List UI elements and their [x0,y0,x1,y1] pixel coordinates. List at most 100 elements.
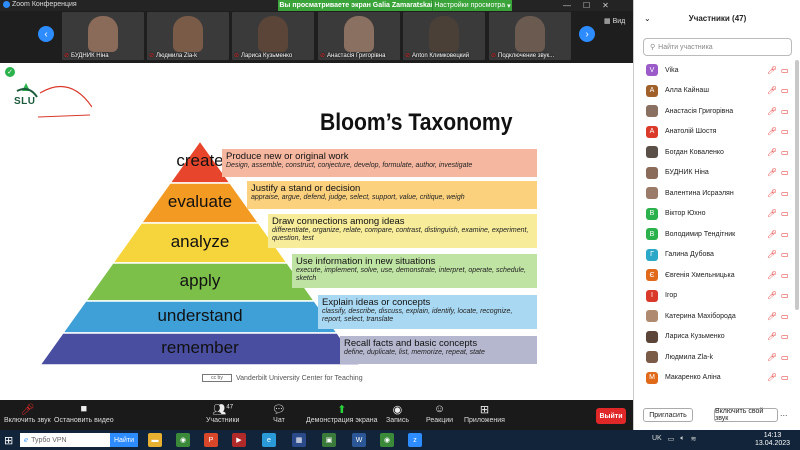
camera-off-icon[interactable]: ▭ [781,352,789,362]
camera-off-icon[interactable]: ▭ [781,86,789,96]
strip-next-button[interactable]: › [579,26,595,42]
system-tray: UK ▭ 🔈︎ ≋ [652,435,696,443]
camera-off-icon[interactable]: ▭ [781,229,789,239]
minimize-icon[interactable]: — [563,1,571,10]
microphone-muted-icon[interactable]: 🎤︎ [767,147,778,157]
microphone-muted-icon[interactable]: 🎤︎ [767,86,778,96]
microphone-muted-icon[interactable]: 🎤︎ [767,65,778,75]
close-icon[interactable]: ✕ [602,1,609,10]
media-app-icon[interactable]: ▶ [232,433,246,447]
more-options-button[interactable]: ... [780,408,788,418]
microphone-muted-icon[interactable]: 🎤︎ [767,168,778,178]
camera-off-icon[interactable]: ▭ [781,65,789,75]
participants-scrollbar[interactable] [795,60,799,310]
taskbar-search-button[interactable]: Найти [110,433,138,447]
participant-row[interactable]: Катерина Махіборода🎤︎▭ [634,306,794,327]
participant-search-input[interactable]: ⚲ Найти участника [643,38,792,56]
video-tile[interactable]: ⊘Anton Климковецкий [403,12,485,60]
participant-row[interactable]: Людмила Zla-k🎤︎▭ [634,347,794,368]
microphone-muted-icon[interactable]: 🎤︎ [767,311,778,321]
microphone-muted-icon[interactable]: 🎤︎ [767,373,778,383]
participant-row[interactable]: Валентина Исраэлян🎤︎▭ [634,183,794,204]
powerpoint-icon[interactable]: P [204,433,218,447]
record-button[interactable]: ◉ Запись [386,403,409,424]
reactions-button[interactable]: ☺ Реакции [426,403,453,424]
app-icon[interactable]: ▦ [292,433,306,447]
unmute-button[interactable]: 🎤︎ Включить звук [4,403,51,424]
view-button[interactable]: ▦ Вид [604,17,625,25]
chrome-icon[interactable]: ◉ [176,433,190,447]
strip-prev-button[interactable]: ‹ [38,26,54,42]
video-tile[interactable]: ⊘Лариса Кузьменко [232,12,314,60]
microphone-muted-icon[interactable]: 🎤︎ [767,106,778,116]
file-explorer-icon[interactable]: ▬ [148,433,162,447]
camera-off-icon[interactable]: ▭ [781,373,789,383]
microphone-muted-icon[interactable]: 🎤︎ [767,127,778,137]
microphone-muted-icon[interactable]: 🎤︎ [767,229,778,239]
share-screen-button[interactable]: ⬆ Демонстрация экрана [306,403,378,424]
video-tile[interactable]: ⊘Подключение звук... [489,12,571,60]
volume-icon[interactable]: 🔈︎ [680,435,685,442]
camera-off-icon[interactable]: ▭ [781,209,789,219]
microphone-muted-icon: ⊘ [405,53,411,59]
microphone-muted-icon[interactable]: 🎤︎ [767,332,778,342]
word-icon[interactable]: W [352,433,366,447]
camera-off-icon[interactable]: ▭ [781,106,789,116]
apps-button[interactable]: ⊞ Приложения [464,403,505,424]
participant-row[interactable]: Лариса Кузьменко🎤︎▭ [634,327,794,348]
taskbar-search[interactable]: ℯ Турбо VPN Найти [20,433,138,447]
camera-off-icon[interactable]: ▭ [781,147,789,157]
zoom-taskbar-icon[interactable]: z [408,433,422,447]
wifi-icon[interactable]: ≋ [690,436,697,443]
language-indicator[interactable]: UK [652,435,662,442]
microphone-muted-icon[interactable]: 🎤︎ [767,270,778,280]
pyramid-label-create: create [176,151,224,170]
microphone-muted-icon[interactable]: 🎤︎ [767,209,778,219]
participant-row[interactable]: Анастасія Григорівна🎤︎▭ [634,101,794,122]
view-settings-button[interactable]: Настройки просмотра ▾ [432,0,512,11]
unmute-self-button[interactable]: Включить свой звук [714,408,778,422]
microphone-muted-icon[interactable]: 🎤︎ [767,250,778,260]
app-icon[interactable]: ▣ [322,433,336,447]
maximize-icon[interactable]: ☐ [583,1,591,10]
participant-name: Євгенія Хмельницька [665,271,735,279]
camera-off-icon[interactable]: ▭ [781,291,789,301]
participant-row[interactable]: Богдан Коваленко🎤︎▭ [634,142,794,163]
camera-off-icon[interactable]: ▭ [781,332,789,342]
leave-button[interactable]: Выйти [596,408,626,424]
camera-off-icon[interactable]: ▭ [781,270,789,280]
taskbar-clock[interactable]: 14:13 13.04.2023 [755,432,790,448]
camera-off-icon[interactable]: ▭ [781,127,789,137]
meeting-toolbar: 🎤︎ Включить звук ■ Остановить видео 👥︎47… [0,400,633,430]
participants-button[interactable]: 👥︎47 Участники [206,403,239,424]
camera-off-icon[interactable]: ▭ [781,188,789,198]
camera-off-icon[interactable]: ▭ [781,168,789,178]
camera-off-icon[interactable]: ▭ [781,250,789,260]
microphone-muted-icon[interactable]: 🎤︎ [767,291,778,301]
chevron-down-icon[interactable]: ⌄ [644,14,651,23]
video-tile[interactable]: ⊘Анастасія Григорівна [318,12,400,60]
camera-off-icon[interactable]: ▭ [781,311,789,321]
microphone-muted-icon[interactable]: 🎤︎ [767,352,778,362]
windows-start-icon[interactable]: ⊞ [4,435,14,447]
invite-button[interactable]: Пригласить [643,408,693,422]
battery-icon[interactable]: ▭ [667,436,675,443]
chat-button[interactable]: 💬︎ Чат [272,403,286,424]
video-tile[interactable]: ⊘Людмила Zla-k [147,12,229,60]
microphone-muted-icon[interactable]: 🎤︎ [767,188,778,198]
reactions-icon: ☺ [433,403,446,415]
chrome-icon[interactable]: ◉ [380,433,394,447]
participant-row[interactable]: БУДНИК Ніна🎤︎▭ [634,163,794,184]
video-tile[interactable]: ⊘БУДНИК Ніна [62,12,144,60]
edge-icon[interactable]: e [262,433,276,447]
stop-video-button[interactable]: ■ Остановить видео [54,403,114,424]
